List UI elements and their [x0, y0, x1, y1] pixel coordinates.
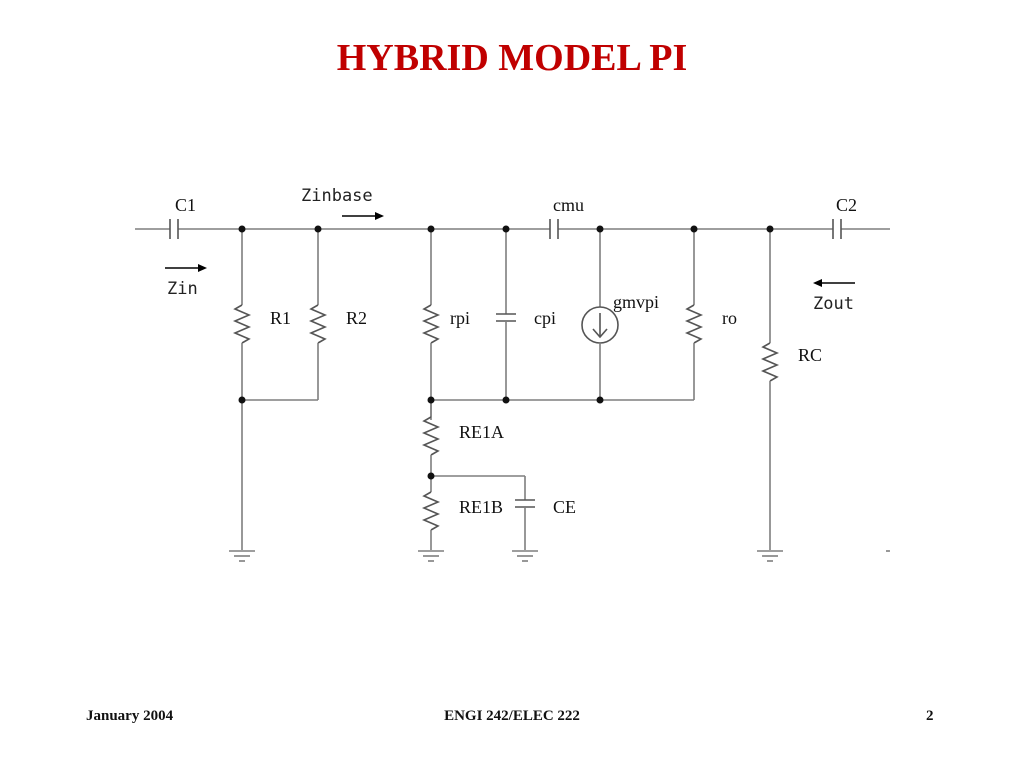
label-r1: R1	[270, 308, 291, 328]
junction-dot	[502, 396, 510, 404]
footer-date: January 2004	[86, 708, 174, 724]
current-source-gmvpi	[581, 229, 619, 400]
label-cpi: cpi	[534, 308, 556, 328]
zinbase-arrow-icon	[342, 212, 384, 220]
resistor-rpi	[421, 229, 441, 420]
label-ce: CE	[553, 497, 576, 517]
junction-dot	[596, 225, 604, 233]
capacitor-cmu	[549, 219, 559, 239]
ground-icon	[756, 550, 784, 562]
resistor-rc	[760, 229, 780, 550]
label-c1: C1	[175, 195, 196, 215]
label-ro: ro	[722, 308, 737, 328]
ground-icon	[417, 550, 445, 562]
capacitor-ce	[431, 475, 535, 550]
resistor-r2	[242, 229, 328, 401]
label-gmvpi: gmvpi	[613, 292, 659, 312]
resistor-ro	[684, 229, 704, 400]
zin-arrow-icon	[165, 264, 207, 272]
resistor-re1b	[421, 491, 441, 550]
junction-dot	[596, 396, 604, 404]
label-r2: R2	[346, 308, 367, 328]
ground-icon	[228, 550, 256, 562]
zout-arrow-icon	[813, 279, 855, 287]
footer-page-number: 2	[926, 708, 934, 724]
footer-course: ENGI 242/ELEC 222	[444, 708, 580, 724]
resistor-r1	[232, 229, 252, 550]
junction-dot	[690, 225, 698, 233]
label-re1b: RE1B	[459, 497, 503, 517]
label-rpi: rpi	[450, 308, 470, 328]
label-re1a: RE1A	[459, 422, 504, 442]
capacitor-cpi	[496, 229, 516, 400]
label-c2: C2	[836, 195, 857, 215]
slide-title: HYBRID MODEL PI	[336, 37, 688, 79]
capacitor-c2	[832, 219, 842, 239]
label-rc: RC	[798, 345, 822, 365]
label-zout: Zout	[813, 294, 854, 314]
junction-dot	[238, 225, 246, 233]
capacitor-c1	[169, 219, 179, 239]
junction-dot	[427, 472, 435, 480]
ground-icon	[511, 550, 539, 562]
junction-dot	[766, 225, 774, 233]
junction-dot	[314, 225, 322, 233]
label-cmu: cmu	[553, 195, 584, 215]
junction-dots	[238, 225, 774, 480]
junction-dot	[502, 225, 510, 233]
junction-dot	[427, 396, 435, 404]
label-zinbase: Zinbase	[301, 186, 373, 206]
label-zin: Zin	[167, 279, 198, 299]
junction-dot	[238, 396, 246, 404]
junction-dot	[427, 225, 435, 233]
